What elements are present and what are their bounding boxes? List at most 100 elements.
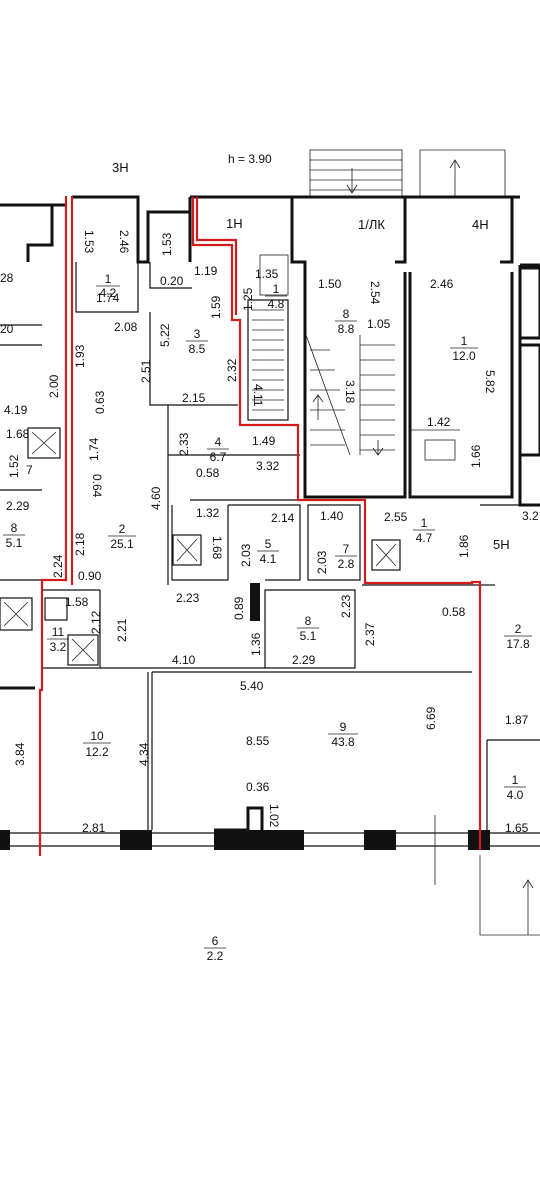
dimension-label: 1.52 — [7, 454, 21, 478]
room-area: 17.8 — [506, 637, 530, 651]
dimension-label: 1.05 — [367, 317, 391, 331]
room-number: 1 — [421, 516, 428, 530]
room-number: 6 — [212, 934, 219, 948]
dimension-label: 2.54 — [368, 281, 382, 305]
room-number: 2 — [119, 522, 126, 536]
room-label: 38.5 — [186, 327, 208, 356]
room-label: 54.1 — [257, 537, 279, 566]
dimension-label: 2.00 — [47, 374, 61, 398]
dimension-label: 0.90 — [78, 569, 102, 583]
room-label: 62.2 — [204, 934, 226, 963]
dimension-label: 2.14 — [271, 511, 295, 525]
dimension-label: 2.46 — [430, 277, 454, 291]
room-area: 4.1 — [260, 552, 277, 566]
room-area: 4.8 — [268, 297, 285, 311]
dimension-label: 3.32 — [256, 459, 280, 473]
room-label: 14.0 — [504, 773, 526, 802]
dimension-label: 2.24 — [51, 554, 65, 578]
dimension-label: 2.46 — [117, 230, 131, 254]
dimension-label: 1.19 — [194, 264, 218, 278]
dimension-label: 1.86 — [457, 534, 471, 558]
dimension-label: 1.50 — [318, 277, 342, 291]
dimension-label: 6.69 — [424, 706, 438, 730]
dimension-label: 3.84 — [13, 742, 27, 766]
dimension-label: 5.40 — [240, 679, 264, 693]
dimension-label: 1.42 — [427, 415, 451, 429]
room-area: 4.7 — [416, 531, 433, 545]
dimension-label: 20 — [0, 322, 14, 336]
facade-bottom — [0, 806, 540, 936]
walls — [0, 195, 540, 830]
dimension-labels: 2.08 1.74 0.20 1.19 1.35 1.50 2.46 1.05 … — [0, 230, 539, 835]
dimension-label: 2.81 — [82, 821, 106, 835]
dimension-label: 2.03 — [239, 543, 253, 567]
dimension-label: 3.18 — [343, 380, 357, 404]
dimension-label: 0.64 — [90, 474, 104, 498]
dimension-label: 1.36 — [249, 632, 263, 656]
room-label: 113.2 — [47, 625, 69, 654]
staircase-2 — [305, 149, 403, 456]
arrow-up-icon — [312, 159, 534, 935]
dimension-label: 0.58 — [196, 466, 220, 480]
room-number: 2 — [515, 622, 522, 636]
entrance-right — [409, 149, 512, 498]
dimension-label: 4.10 — [172, 653, 196, 667]
room-label: 46.7 — [207, 435, 229, 464]
room-number: 7 — [343, 542, 350, 556]
dimension-label: 2.18 — [73, 532, 87, 556]
room-label: 225.1 — [108, 522, 136, 551]
room-label: 217.8 — [504, 622, 532, 651]
room-label: 85.1 — [297, 614, 319, 643]
dimension-label: 0.63 — [93, 390, 107, 414]
dimension-label: 1.87 — [505, 713, 529, 727]
dimension-label: 3.2 — [522, 509, 539, 523]
dimension-label: 1.74 — [87, 437, 101, 461]
dimension-label: 1.59 — [209, 295, 223, 319]
dimension-label: 7 — [26, 463, 33, 477]
dimension-label: 2.03 — [315, 550, 329, 574]
room-number: 1 — [273, 282, 280, 296]
dimension-label: 2.33 — [177, 432, 191, 456]
dimension-label: 5.22 — [158, 323, 172, 347]
dimension-label: 2.15 — [182, 391, 206, 405]
height-note: h = 3.90 — [228, 152, 272, 166]
dimension-label: 1.53 — [82, 230, 96, 254]
room-area: 5.1 — [300, 629, 317, 643]
unit-label: 3Н — [112, 160, 129, 175]
dimension-label: 4.34 — [137, 742, 151, 766]
staircase-1 — [247, 254, 289, 421]
room-area: 5.1 — [6, 536, 23, 550]
dimension-label: 28 — [0, 271, 14, 285]
room-area: 2.2 — [207, 949, 224, 963]
unit-label: 1Н — [226, 216, 243, 231]
room-label: 14.8 — [265, 282, 287, 311]
room-number: 3 — [194, 327, 201, 341]
dimension-label: 1.74 — [96, 291, 120, 305]
dimension-label: 1.66 — [469, 444, 483, 468]
dimension-label: 0.20 — [160, 274, 184, 288]
room-number: 8 — [305, 614, 312, 628]
dimension-label: 4.19 — [4, 403, 28, 417]
unit-label: 4Н — [472, 217, 489, 232]
unit-boundary — [38, 196, 482, 856]
unit-label: 5Н — [493, 537, 510, 552]
room-number: 8 — [343, 307, 350, 321]
columns — [250, 266, 540, 621]
room-label: 943.8 — [328, 720, 358, 749]
dimension-label: 2.21 — [115, 618, 129, 642]
dimension-label: 1.32 — [196, 506, 220, 520]
room-area: 2.8 — [338, 557, 355, 571]
room-label: 14.2 — [96, 272, 120, 300]
room-number: 9 — [340, 720, 347, 734]
room-area: 4.2 — [100, 286, 117, 300]
room-area: 6.7 — [210, 450, 227, 464]
dimension-label: 2.29 — [6, 499, 30, 513]
dimension-label: 1.68 — [210, 536, 224, 560]
dimension-label: 0.89 — [232, 596, 246, 620]
dimension-label: 2.29 — [292, 653, 316, 667]
room-area: 8.8 — [338, 322, 355, 336]
dimension-label: 4.11 — [251, 384, 265, 407]
room-number: 10 — [90, 729, 104, 743]
room-label: 112.0 — [450, 334, 478, 363]
dimension-label: 0.36 — [246, 780, 270, 794]
